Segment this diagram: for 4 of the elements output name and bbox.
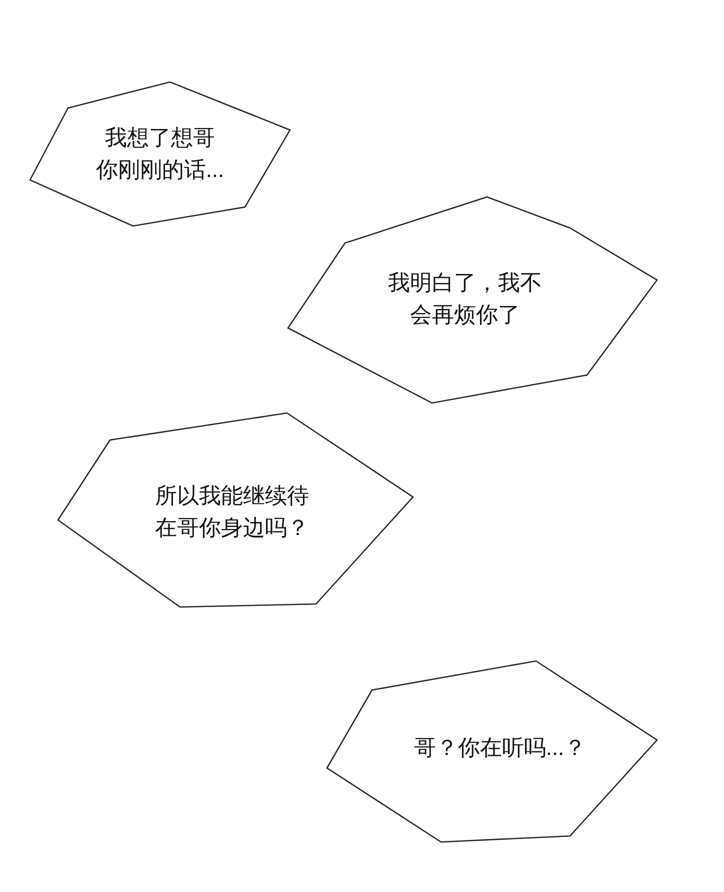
bubble-text: 哥？你在听吗...？	[412, 734, 588, 762]
bubble-text: 所以我能继续待在哥你身边吗？	[154, 482, 310, 542]
bubble-text: 我明白了，我不会再烦你了	[387, 269, 543, 329]
bubble-text: 我想了想哥你刚刚的话...	[95, 124, 225, 184]
